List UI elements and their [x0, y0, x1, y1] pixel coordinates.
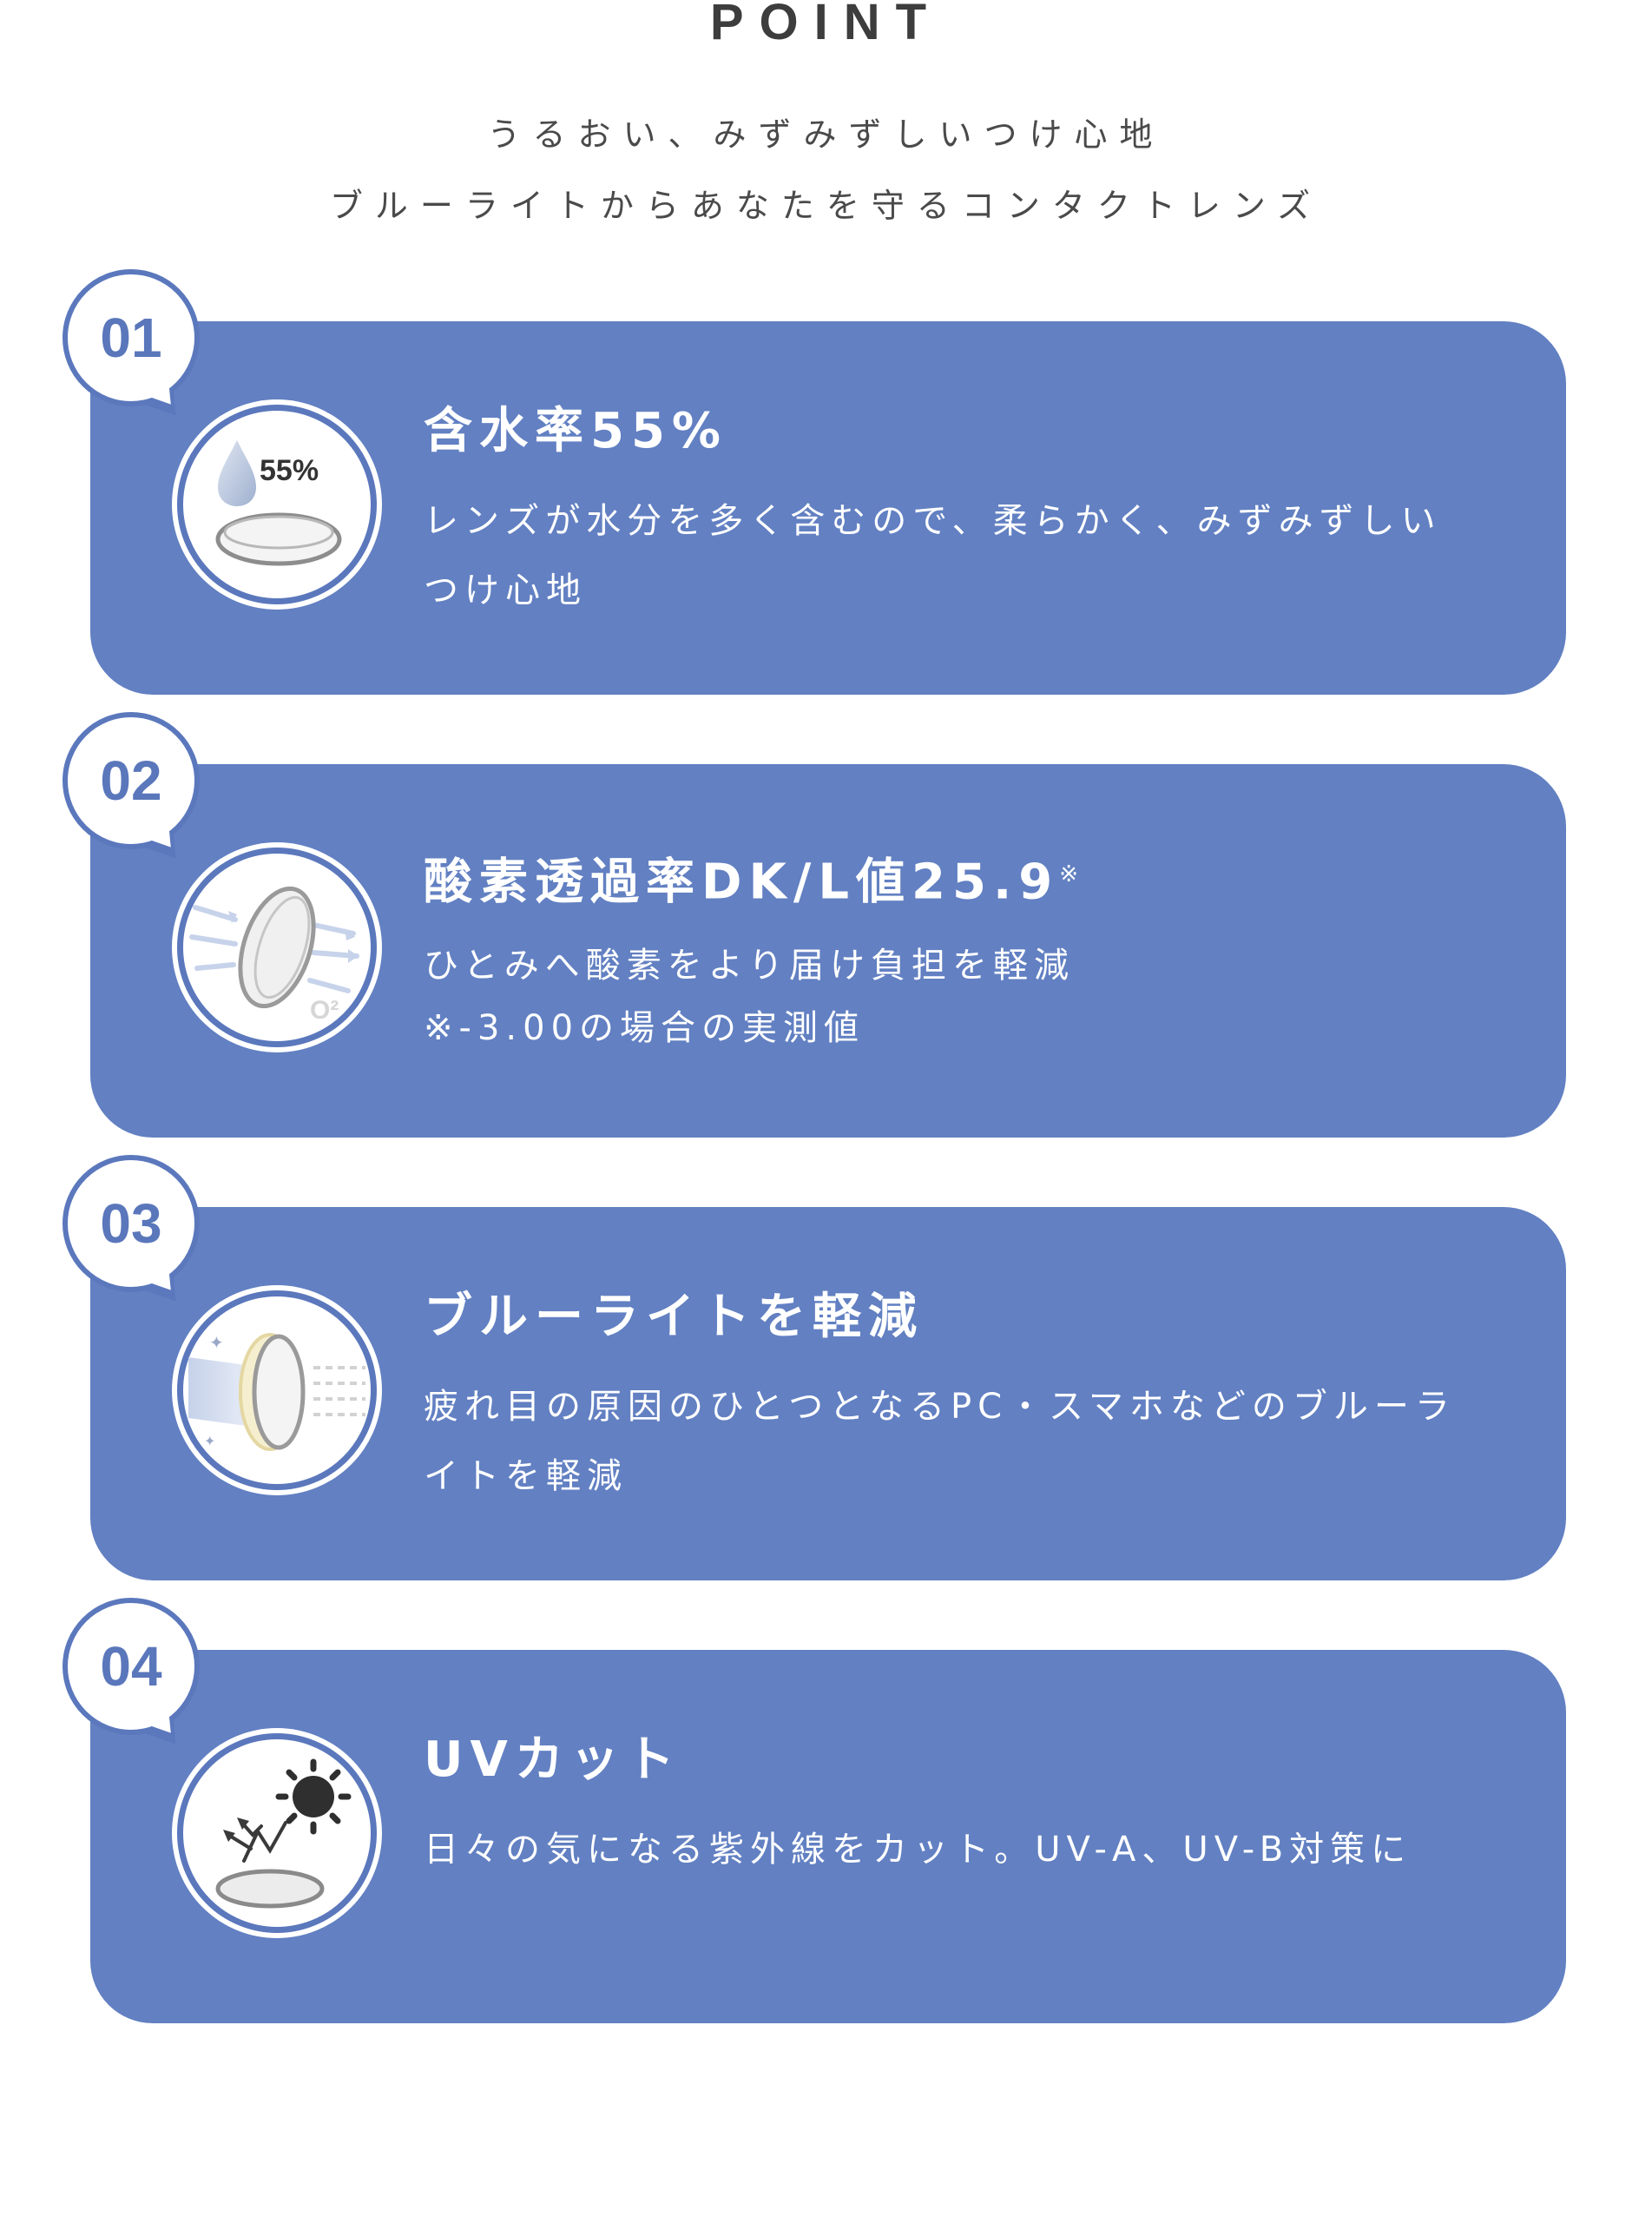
svg-text:✦: ✦ — [209, 1332, 224, 1353]
point-card-01: 55% 含水率55% レンズが水分を多く含むので、柔らかく、みずみずしい つけ心… — [90, 321, 1566, 695]
point-badge-04: 04 — [63, 1598, 200, 1735]
page-title: POINT — [709, 0, 943, 50]
subtitle-line-1: うるおい、みずみずしいつけ心地 — [487, 115, 1165, 154]
description-line: ※-3.00の場合の実測値 — [424, 1008, 865, 1048]
svg-text:✦: ✦ — [204, 1433, 215, 1449]
point-card-03: ✦ ✦ ブルーライトを軽減 疲れ目の原因のひとつとなるPC・スマホなどのブルーラ… — [90, 1207, 1566, 1580]
icon-circle: ✦ ✦ — [177, 1290, 377, 1490]
oxygen-lens-icon: O² — [189, 886, 359, 1025]
point-badge-01: 01 — [63, 269, 200, 406]
icon-circle: 55% — [177, 405, 377, 604]
point-title: 含水率55% — [424, 403, 728, 459]
description-line: イトを軽減 — [424, 1456, 628, 1496]
uv-sun-lens-icon — [215, 1758, 352, 1909]
water-drop-lens-icon: 55% — [215, 440, 342, 566]
point-description: レンズが水分を多く含むので、柔らかく、みずみずしい つけ心地 — [424, 486, 1500, 625]
description-line: レンズが水分を多く含むので、柔らかく、みずみずしい — [424, 501, 1442, 541]
point-number: 01 — [100, 307, 162, 369]
point-badge-03: 03 — [63, 1155, 200, 1292]
point-title-note: ※ — [1059, 861, 1078, 887]
point-description: 疲れ目の原因のひとつとなるPC・スマホなどのブルーラ イトを軽減 — [424, 1372, 1500, 1511]
point-description: ひとみへ酸素をより届け負担を軽減 ※-3.00の場合の実測値 — [424, 934, 1500, 1059]
point-title: 酸素透過率DK/L値25.9※ — [424, 844, 1078, 914]
description-line: 日々の気になる紫外線をカット。UV-A、UV-B対策に — [424, 1830, 1412, 1870]
description-line: 疲れ目の原因のひとつとなるPC・スマホなどのブルーラ — [424, 1387, 1456, 1427]
description-line: ひとみへ酸素をより届け負担を軽減 — [424, 946, 1075, 986]
point-title-text: 酸素透過率DK/L値25.9 — [424, 854, 1060, 911]
point-card-02: O² 酸素透過率DK/L値25.9※ ひとみへ酸素をより届け負担を軽減 ※-3.… — [90, 764, 1566, 1138]
subtitle-line-2: ブルーライトからあなたを守るコンタクトレンズ — [329, 187, 1323, 225]
point-description: 日々の気になる紫外線をカット。UV-A、UV-B対策に — [424, 1815, 1500, 1884]
point-title: ブルーライトを軽減 — [424, 1289, 924, 1345]
icon-circle: O² — [177, 848, 377, 1047]
point-number: 02 — [100, 749, 162, 812]
point-number: 04 — [100, 1635, 162, 1698]
description-line: つけ心地 — [424, 571, 587, 610]
blue-light-lens-icon: ✦ ✦ — [188, 1332, 365, 1451]
icon-percent-label: 55% — [260, 454, 319, 487]
icon-circle — [177, 1733, 377, 1933]
point-number: 03 — [100, 1192, 162, 1255]
point-card-04: UVカット 日々の気になる紫外線をカット。UV-A、UV-B対策に — [90, 1650, 1566, 2023]
point-badge-02: 02 — [63, 712, 200, 849]
point-title: UVカット — [424, 1732, 681, 1788]
icon-oxygen-label: O² — [310, 996, 339, 1025]
